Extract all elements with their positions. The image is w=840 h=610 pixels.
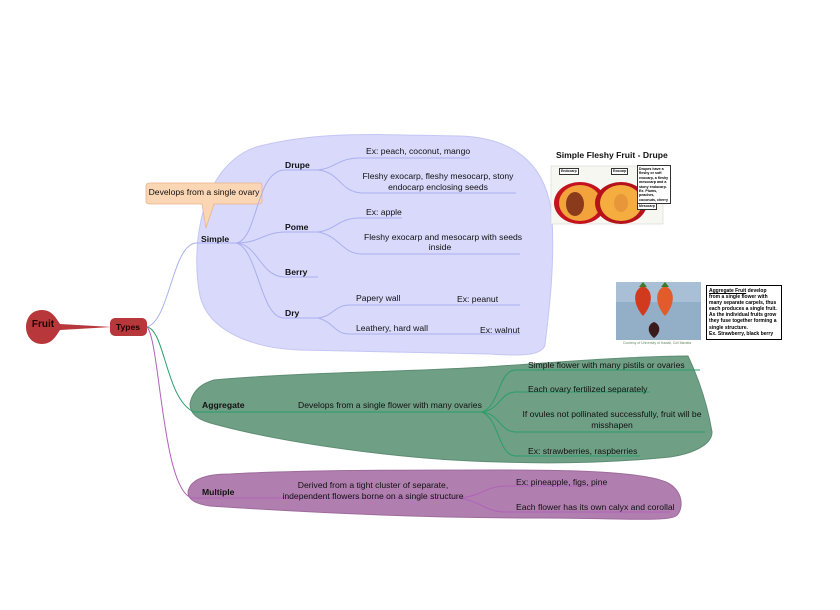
pome-desc-1: Fleshy exocarp and mesocarp with seeds xyxy=(364,232,523,242)
link-types-aggregate xyxy=(146,326,252,413)
link-types-multiple xyxy=(146,326,238,499)
multiple-desc-1: Derived from a tight cluster of separate… xyxy=(297,480,449,490)
root-label: Fruit xyxy=(31,319,55,330)
link-types-simple xyxy=(146,242,197,328)
drupe-desc-2: endocarp enclosing seeds xyxy=(388,182,488,192)
aggregate-item: If ovules not pollinated successfully, f… xyxy=(522,409,702,419)
drupe-photo-exocarp: Exocarp xyxy=(611,168,629,175)
drupe-photo-note: Drupes have a fleshy or soft exocarp, a … xyxy=(637,165,671,205)
callout-bubble xyxy=(145,182,263,229)
multiple-calyx: Each flower has its own calyx and coroll… xyxy=(516,502,675,512)
simple-links xyxy=(196,157,520,335)
drupe-example: Ex: peach, coconut, mango xyxy=(366,146,471,156)
aggregate-photo-desc: develop from a single flower with many s… xyxy=(709,288,777,331)
aggregate-item: Each ovary fertilized separately xyxy=(528,384,648,394)
drupe-photo-title: Simple Fleshy Fruit - Drupe xyxy=(556,150,668,160)
aggregate-region xyxy=(189,355,713,464)
callout-text: Develops from a single ovary xyxy=(148,187,260,197)
aggregate-photo-note: Aggregate Fruit develop from a single fl… xyxy=(706,285,782,340)
aggregate-desc: Develops from a single flower with many … xyxy=(298,400,482,410)
simple-region xyxy=(196,134,554,356)
dry-papery-example: Ex: peanut xyxy=(457,294,499,304)
multiple-region xyxy=(187,469,682,520)
pome-desc-2: inside xyxy=(428,242,452,252)
drupe-desc-1: Fleshy exocarp, fleshy mesocarp, stony xyxy=(362,171,514,181)
simple-label: Simple xyxy=(201,234,230,244)
aggregate-photo-credit: Courtesy of University of Hawaii, Coll M… xyxy=(622,341,692,345)
dry-label: Dry xyxy=(285,308,300,318)
multiple-label: Multiple xyxy=(202,487,235,497)
aggregate-links xyxy=(252,369,705,457)
pome-label: Pome xyxy=(285,222,309,232)
dry-leathery-example: Ex: walnut xyxy=(480,325,520,335)
dry-leathery: Leathery, hard wall xyxy=(356,323,428,333)
pome-example: Ex: apple xyxy=(366,207,402,217)
root-node xyxy=(26,310,112,344)
berry-label: Berry xyxy=(285,267,308,277)
aggregate-photo-example: Ex. Strawberry, black berry xyxy=(709,330,774,337)
multiple-desc-2: independent flowers borne on a single st… xyxy=(282,491,464,501)
multiple-links xyxy=(238,485,670,513)
types-label: Types xyxy=(115,322,141,332)
aggregate-item: Ex: strawberries, raspberries xyxy=(528,446,638,456)
aggregate-item: misshapen xyxy=(591,420,633,430)
multiple-example: Ex: pineapple, figs, pine xyxy=(516,477,608,487)
drupe-label: Drupe xyxy=(285,160,310,170)
strawberry-photo xyxy=(616,282,701,340)
aggregate-label: Aggregate xyxy=(202,400,245,410)
types-node xyxy=(110,318,147,336)
drupe-photo-endocarp: Endocarp xyxy=(559,168,579,175)
aggregate-item: Simple flower with many pistils or ovari… xyxy=(528,360,685,370)
aggregate-photo-term: Aggregate Fruit xyxy=(709,288,747,294)
dry-papery: Papery wall xyxy=(356,293,401,303)
